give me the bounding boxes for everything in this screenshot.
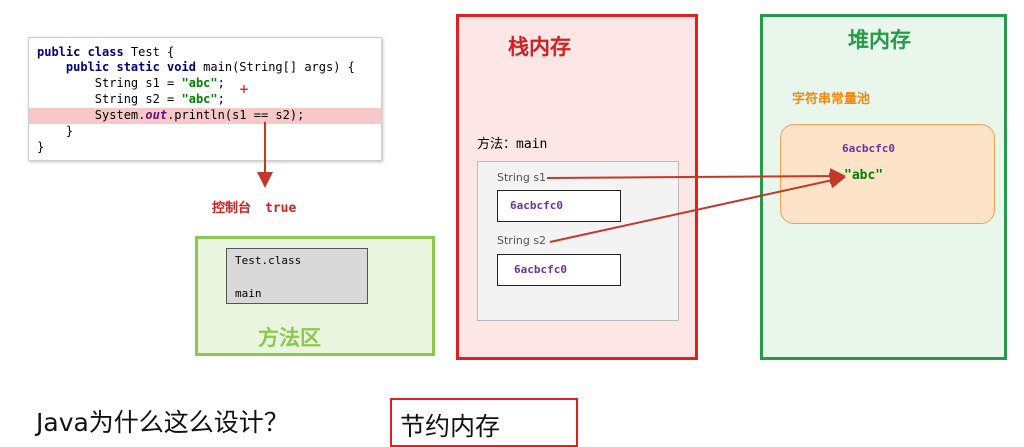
code-token: ; — [217, 92, 225, 106]
pool-value: "abc" — [844, 168, 884, 183]
console-label: 控制台 — [212, 201, 252, 216]
design-question: Java为什么这么设计？ — [36, 408, 289, 437]
code-token: public static void — [37, 60, 204, 74]
code-token: System. — [37, 108, 146, 122]
console-value: true — [265, 201, 297, 216]
code-token: main(String[] args) { — [203, 60, 355, 74]
method-area-title: 方法区 — [258, 326, 321, 350]
class-method: main — [235, 287, 262, 300]
code-line: String s2 = "abc"; — [29, 92, 381, 108]
code-token: .println(s1 == s2); — [167, 108, 305, 122]
cursor-mark: + — [239, 82, 250, 96]
class-name: Test.class — [235, 254, 302, 267]
code-line: String s1 = "abc"; — [29, 76, 381, 92]
s2-to-pool-arrow — [549, 172, 846, 243]
stack-frame — [477, 161, 679, 321]
code-token: "abc" — [181, 76, 218, 90]
code-token: String s1 = — [37, 76, 182, 90]
answer-text: 节约内存 — [400, 412, 501, 441]
var-s1-label: String s1 — [497, 171, 547, 184]
ref-s1-box: 6acbcfc0 — [497, 190, 621, 222]
console-output: 控制台 true — [212, 197, 296, 216]
string-pool-box — [780, 124, 995, 224]
pool-address: 6acbcfc0 — [842, 142, 895, 155]
code-line: public static void main(String[] args) { — [29, 60, 381, 76]
code-line: System.out.println(s1 == s2); — [29, 108, 381, 124]
stack-method-label: 方法：main — [477, 133, 547, 152]
code-token: } — [37, 124, 74, 138]
stack-title: 栈内存 — [508, 35, 571, 59]
method-label-name: main — [516, 137, 548, 152]
code-line: } — [29, 124, 381, 140]
code-token: } — [37, 140, 45, 154]
code-token: ; — [217, 76, 225, 90]
code-token: public class — [37, 45, 131, 59]
code-line: } — [29, 140, 381, 156]
code-panel: public class Test { public static void m… — [28, 37, 382, 161]
code-token: out — [145, 108, 168, 122]
answer-box — [390, 398, 578, 447]
code-token: Test { — [130, 45, 175, 59]
heap-title: 堆内存 — [848, 28, 911, 52]
code-token: String s2 = — [37, 92, 182, 106]
var-s2-label: String s2 — [497, 234, 547, 247]
code-token: "abc" — [181, 92, 218, 106]
method-label-prefix: 方法： — [477, 137, 517, 152]
code-line: public class Test { — [29, 45, 381, 61]
ref-s2-box: 6acbcfc0 — [497, 254, 621, 286]
s1-to-pool-arrow — [546, 168, 846, 185]
string-pool-title: 字符串常量池 — [792, 92, 871, 107]
class-box: Test.class main — [226, 248, 368, 304]
